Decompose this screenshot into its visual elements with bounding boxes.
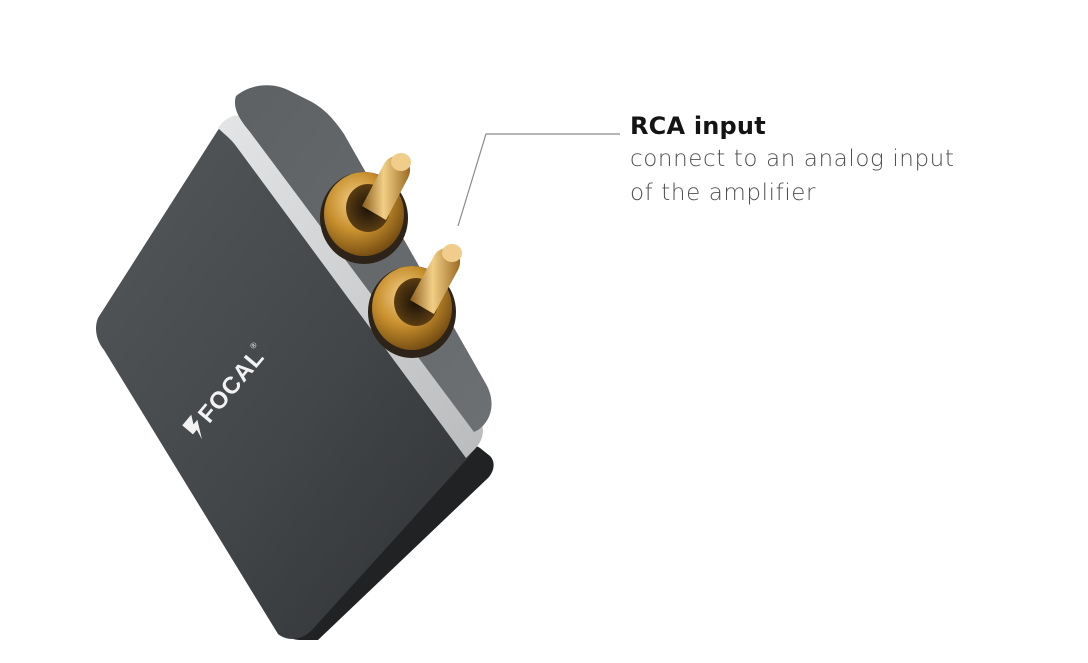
callout-description-line-1: connect to an analog input bbox=[630, 146, 955, 172]
leader-line bbox=[457, 133, 620, 227]
rca-connector-icon bbox=[368, 244, 462, 358]
callout-description-line-2: of the amplifier bbox=[630, 180, 817, 206]
device-front-face bbox=[96, 121, 474, 639]
callout-title: RCA input bbox=[630, 112, 766, 140]
focal-logo-mark bbox=[182, 414, 202, 440]
rca-connector-icon bbox=[320, 153, 411, 264]
device-trim-band bbox=[218, 115, 483, 459]
device-body bbox=[96, 85, 494, 640]
focal-logo-registered-mark: ® bbox=[248, 340, 259, 350]
rca-input-callout: RCA input connect to an analog input of … bbox=[630, 110, 1050, 210]
